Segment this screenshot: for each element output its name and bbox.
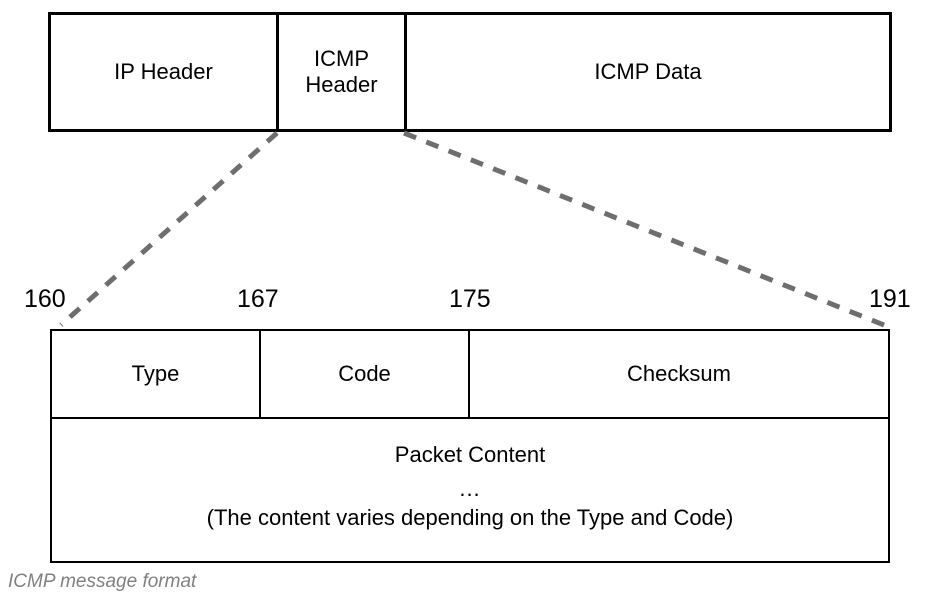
packet-content-ellipsis: ... (459, 475, 481, 501)
packet-content-title: Packet Content (394, 442, 546, 467)
field-code: Code (259, 331, 468, 417)
icmp-header-word-row: Type Code Checksum (52, 331, 888, 419)
field-icmp-header-label: ICMP Header (305, 46, 377, 98)
field-type-label: Type (131, 361, 180, 386)
field-icmp-header: ICMP Header (276, 15, 404, 129)
field-icmp-data: ICMP Data (404, 15, 889, 129)
field-checksum: Checksum (468, 331, 888, 417)
field-icmp-data-label: ICMP Data (594, 59, 702, 85)
field-icmp-header-label-line1: ICMP (314, 46, 369, 72)
icmp-header-detail: Type Code Checksum Packet Content ... (T… (50, 329, 890, 563)
bit-label-167: 167 (237, 284, 279, 313)
packet-content-note: (The content varies depending on the Typ… (206, 505, 734, 531)
field-icmp-header-label-line2: Header (305, 72, 378, 97)
field-packet-content: Packet Content ... (The content varies d… (52, 419, 888, 561)
figure-caption: ICMP message format (8, 571, 197, 592)
bit-label-160: 160 (24, 284, 66, 313)
bit-label-175: 175 (449, 284, 491, 313)
field-ip-header-label: IP Header (114, 59, 213, 85)
field-ip-header: IP Header (51, 15, 276, 129)
ip-packet-layout: IP Header ICMP Header ICMP Data (48, 12, 892, 132)
field-checksum-label: Checksum (627, 361, 731, 386)
field-type: Type (52, 331, 259, 417)
bit-label-191: 191 (869, 284, 911, 313)
field-code-label: Code (338, 361, 391, 386)
